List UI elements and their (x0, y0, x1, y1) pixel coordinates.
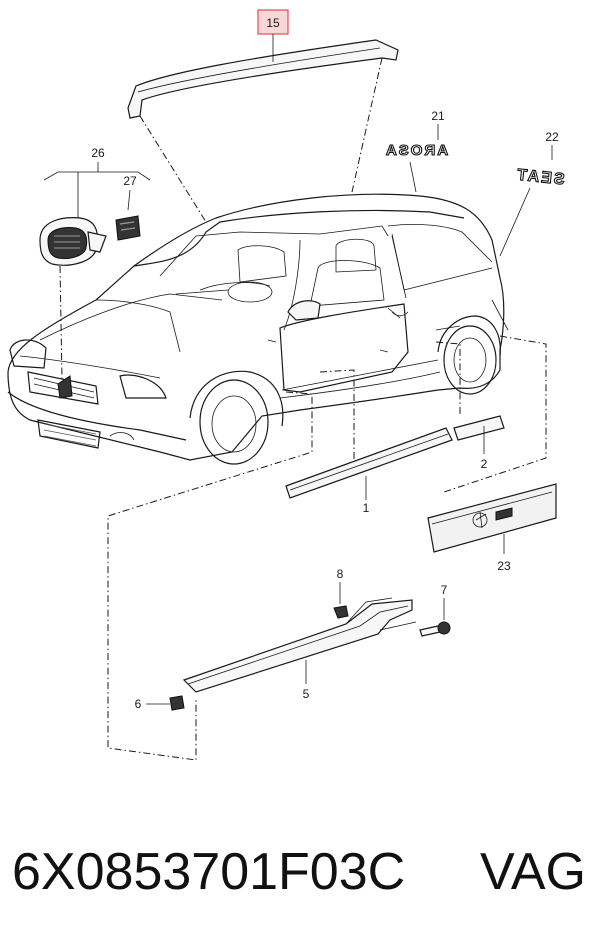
callout-21: 21 (431, 109, 445, 123)
seat-badge-text: SEAT (514, 166, 565, 188)
emblem-part-27 (115, 215, 141, 241)
arosa-badge-part-21: AROSA (383, 141, 448, 159)
callout-7: 7 (441, 583, 448, 597)
callout-6: 6 (135, 697, 142, 711)
roof-trim-part-15 (127, 39, 399, 119)
parts-diagram: 15 21 AROSA 22 SEAT 26 27 (7, 9, 566, 761)
door-moulding-part-1 (285, 427, 453, 499)
rear-decal-part-23 (427, 483, 557, 553)
callout-8: 8 (337, 567, 344, 581)
clip-part-6 (169, 695, 185, 711)
arosa-badge-text: AROSA (384, 142, 448, 159)
seat-badge-part-22: SEAT (514, 166, 566, 189)
callout-2: 2 (481, 457, 488, 471)
callout-15: 15 (266, 16, 280, 30)
rear-moulding-part-2 (453, 415, 505, 441)
footer: 6X0853701F03C VAG (0, 820, 600, 930)
callout-26: 26 (91, 146, 105, 160)
callout-23: 23 (497, 559, 511, 573)
callout-27: 27 (123, 174, 137, 188)
callout-22: 22 (545, 130, 559, 144)
callout-1: 1 (363, 501, 370, 515)
part-number: 6X0853701F03C (12, 843, 406, 901)
clip-part-8 (333, 605, 349, 619)
grille-emblem-part-26 (39, 217, 107, 266)
car-illustration (7, 193, 509, 465)
callout-5: 5 (303, 687, 310, 701)
screw-part-7 (419, 621, 451, 637)
brand-name: VAG (480, 843, 586, 901)
sill-trim-part-5 (182, 597, 417, 693)
